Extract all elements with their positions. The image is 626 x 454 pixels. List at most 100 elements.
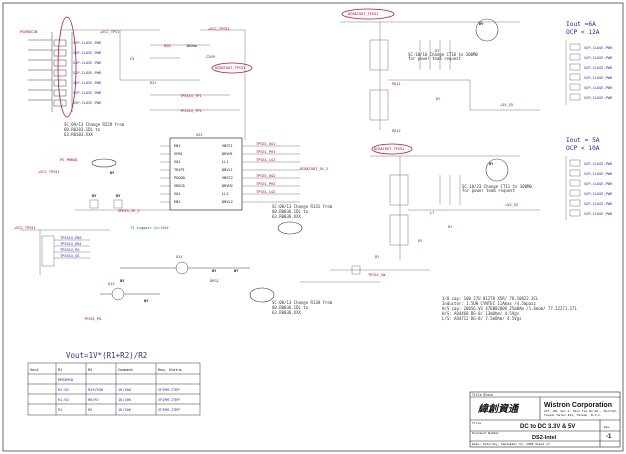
svg-text:VFB1: VFB1	[174, 152, 183, 156]
ti-suggest-note: TI suggest Cc=10nF	[130, 226, 169, 230]
svg-text:SSP-CLOSE-PWR: SSP-CLOSE-PWR	[73, 41, 102, 45]
change-note-1c: 63.R0103.XXX	[64, 132, 93, 137]
table-cell: R2	[88, 368, 92, 372]
change-note-5a: SC:10/23 Change CT11 to 300M0	[462, 184, 532, 189]
svg-text:1/O cap: 100 27U 81278 X5R/ 78: 1/O cap: 100 27U 81278 X5R/ 78.10622.3CL	[442, 296, 539, 301]
svg-text:DY: DY	[375, 255, 380, 259]
svg-text:SSP-CLOSE-PWR: SSP-CLOSE-PWR	[73, 71, 102, 75]
svg-text:R21: R21	[150, 81, 157, 85]
svg-text:Inductor: 1.5UH CYNTEC 11Ama: Inductor: 1.5UH CYNTEC 11Amax /4.5mpazz	[442, 301, 537, 306]
change-note-2c: 63.R0036.XXX	[272, 214, 301, 219]
table-cell: Comment	[118, 368, 133, 372]
svg-text:DRVL2: DRVL2	[222, 200, 233, 204]
svg-text:DY: DY	[92, 194, 97, 198]
svg-text:DRVH1: DRVH1	[222, 152, 233, 156]
svg-text:SSP-CLOSE-PWR: SSP-CLOSE-PWR	[584, 162, 613, 166]
svg-text:TPS51X_TP1: TPS51X_TP1	[180, 94, 202, 98]
table-cell: VFIRM-ITRP	[158, 398, 180, 402]
svg-text:DY: DY	[448, 225, 453, 229]
svg-text:DRVH2: DRVH2	[222, 184, 233, 188]
cap-bank-2	[565, 156, 581, 220]
change-note-5b: for power team request	[462, 188, 516, 193]
svg-text:SSP-CLOSE-PWR: SSP-CLOSE-PWR	[584, 202, 613, 206]
svg-text:SSP-CLOSE-PWR: SSP-CLOSE-PWR	[73, 101, 102, 105]
svg-text:SSP-CLOSE-PWR: SSP-CLOSE-PWR	[584, 66, 613, 70]
svg-text:DY: DY	[435, 49, 440, 53]
svg-text:DY: DY	[110, 171, 115, 175]
svg-text:DY: DY	[489, 162, 494, 166]
svg-text:SSP-CLOSE-PWR: SSP-CLOSE-PWR	[73, 61, 102, 65]
svg-text:Title Block: Title Block	[472, 393, 493, 397]
highlight-ellipse-dcbatout-top	[341, 8, 395, 20]
ocp-label-1: OCP < 12A	[566, 29, 600, 36]
company-name: Wistron Corporation	[544, 402, 612, 409]
svg-text:TPS51_SW: TPS51_SW	[368, 273, 386, 277]
iout-label-2: Iout = 5A	[566, 137, 600, 144]
svg-text:SSP-CLOSE-PWR: SSP-CLOSE-PWR	[73, 51, 102, 55]
vout-formula: Vout=1V*(R1+R2)/R2	[66, 351, 147, 360]
svg-text:Title: Title	[472, 421, 481, 425]
table-cell: 1K/20K	[118, 408, 132, 412]
dy-circle-mid-right	[485, 158, 509, 182]
svg-text:SSP-CLOSE-PWR: SSP-CLOSE-PWR	[73, 91, 102, 95]
svg-text:H/S: AO4468 DG-8/ 13mOhm/ 4.5V: H/S: AO4468 DG-8/ 13mOhm/ 4.5Vgs	[442, 311, 520, 316]
svg-text:EN1: EN1	[174, 144, 181, 148]
svg-text:1KOhm: 1KOhm	[186, 44, 197, 48]
svg-text:TPS51_UG2: TPS51_UG2	[256, 174, 275, 178]
resistor-table	[27, 362, 201, 416]
svg-text:VO1: VO1	[174, 160, 181, 164]
svg-text:VPRIS_3V_2: VPRIS_3V_2	[118, 209, 140, 213]
table-cell: R1	[58, 368, 62, 372]
svg-text:SSP-CLOSE-PWR: SSP-CLOSE-PWR	[584, 96, 613, 100]
svg-text:DY: DY	[234, 269, 239, 273]
svg-text:Taipei Hsien 221, Taiwan, R.O.: Taipei Hsien 221, Taiwan, R.O.C.	[544, 413, 602, 417]
svg-text:TPS51X_SS: TPS51X_SS	[60, 254, 79, 258]
highlight-ellipse-note1	[91, 158, 117, 168]
svg-text:TPS51X_PG: TPS51X_PG	[60, 248, 79, 252]
dy-circle-top-right	[475, 18, 499, 42]
table-cell: R5	[88, 408, 92, 412]
svg-text:Q14: Q14	[176, 255, 183, 259]
svg-text:SSP-CLOSE-PWR: SSP-CLOSE-PWR	[73, 81, 102, 85]
svg-text:VO2: VO2	[174, 192, 181, 196]
highlight-ellipse-note2	[277, 221, 303, 235]
svg-text:PSDRDCIN: PSDRDCIN	[20, 30, 37, 34]
change-note-3c: 63.R0036.XXX	[272, 310, 301, 315]
svg-text:+VCC_TPS51: +VCC_TPS51	[14, 226, 36, 230]
change-note-3a: SC:08/13 Change R130 from	[272, 300, 333, 305]
change-note-1a: SC:09/13 Change R229 from	[64, 122, 125, 127]
svg-text:SSP-CLOSE-PWR: SSP-CLOSE-PWR	[584, 76, 613, 80]
change-note-4a: SC:10/16 Change CT16 to 300M0	[408, 52, 478, 57]
svg-text:DCBATOUT_TPS51: DCBATOUT_TPS51	[348, 12, 378, 16]
highlight-ellipse-top-center	[211, 62, 253, 74]
table-cell: Req. Status	[158, 368, 182, 372]
transistor-group-lower	[100, 261, 250, 301]
svg-text:+3V_S5: +3V_S5	[500, 103, 513, 107]
title-block	[469, 391, 621, 448]
svg-text:R20: R20	[164, 44, 171, 48]
svg-text:TPS51_UG1: TPS51_UG1	[256, 142, 275, 146]
svg-text:TPS51_PH1: TPS51_PH1	[256, 150, 275, 154]
svg-text:SSP-CLOSE-PWR: SSP-CLOSE-PWR	[584, 182, 613, 186]
svg-text:DRVL1: DRVL1	[222, 168, 233, 172]
svg-text:DPG1: DPG1	[210, 279, 219, 283]
svg-text:LL1: LL1	[222, 160, 229, 164]
company-logo-script: 緯創資通	[477, 403, 520, 415]
svg-text:TPS51X_EN2: TPS51X_EN2	[60, 236, 82, 240]
table-cell: R1-R2	[58, 388, 69, 392]
svg-text:TPS51X_TP2: TPS51X_TP2	[180, 109, 202, 113]
change-note-4b: for power team request	[408, 56, 462, 61]
svg-text:L7: L7	[430, 211, 434, 215]
svg-text:TRIP1: TRIP1	[174, 168, 185, 172]
table-cell: VFIRM-ITRP	[158, 408, 180, 412]
svg-text:SSP-CLOSE-PWR: SSP-CLOSE-PWR	[584, 212, 613, 216]
svg-text:LL2: LL2	[222, 192, 229, 196]
svg-text:SSP-CLOSE-PWR: SSP-CLOSE-PWR	[584, 172, 613, 176]
svg-text:DY: DY	[418, 239, 423, 243]
revision: -1	[606, 434, 612, 440]
svg-text:SSP-CLOSE-PWR: SSP-CLOSE-PWR	[584, 46, 613, 50]
svg-text:PGOOD: PGOOD	[174, 176, 185, 180]
